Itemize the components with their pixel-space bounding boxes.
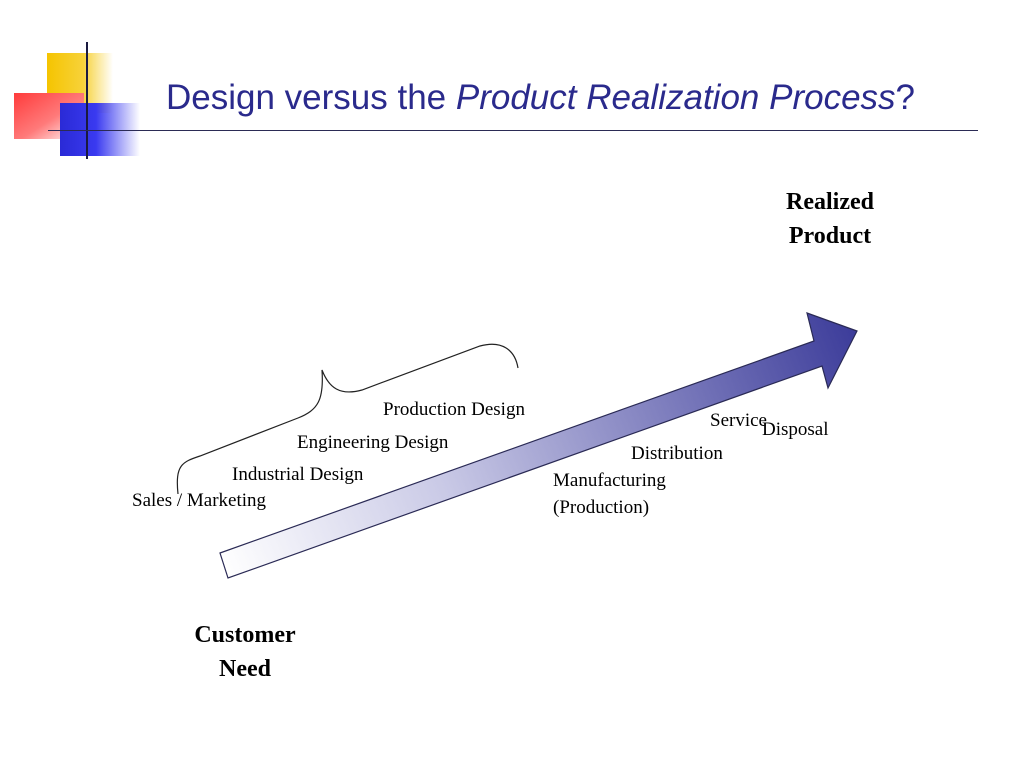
realized-product-line2: Product bbox=[788, 223, 872, 249]
realized-product-label: Realized Product bbox=[755, 185, 905, 253]
stage-sales-marketing: Sales / Marketing bbox=[132, 490, 267, 511]
process-arrow bbox=[219, 312, 858, 579]
stage-engineering-design: Engineering Design bbox=[297, 432, 449, 453]
stage-distribution: Distribution bbox=[631, 443, 723, 464]
customer-need-label: Customer Need bbox=[170, 618, 320, 686]
stage-service: Service bbox=[710, 410, 767, 431]
title-suffix: ? bbox=[895, 78, 915, 117]
stage-manufacturing: Manufacturing bbox=[553, 470, 666, 491]
customer-need-line1: Customer bbox=[194, 622, 296, 648]
customer-need-line2: Need bbox=[219, 656, 271, 682]
title-prefix: Design versus the bbox=[166, 78, 456, 117]
title-emphasis: Product Realization Process bbox=[455, 78, 896, 117]
stage-production-design: Production Design bbox=[383, 399, 525, 420]
stage-industrial-design: Industrial Design bbox=[232, 464, 364, 485]
page-title: Design versus the Product Realization Pr… bbox=[166, 78, 915, 118]
title-underline bbox=[48, 130, 978, 131]
realized-product-line1: Realized bbox=[786, 189, 874, 215]
stage-production: (Production) bbox=[553, 497, 650, 518]
decorative-blue-square bbox=[60, 103, 140, 156]
design-scope-brace bbox=[176, 343, 519, 495]
decorative-vertical-line bbox=[86, 42, 88, 159]
stage-disposal: Disposal bbox=[762, 419, 829, 440]
